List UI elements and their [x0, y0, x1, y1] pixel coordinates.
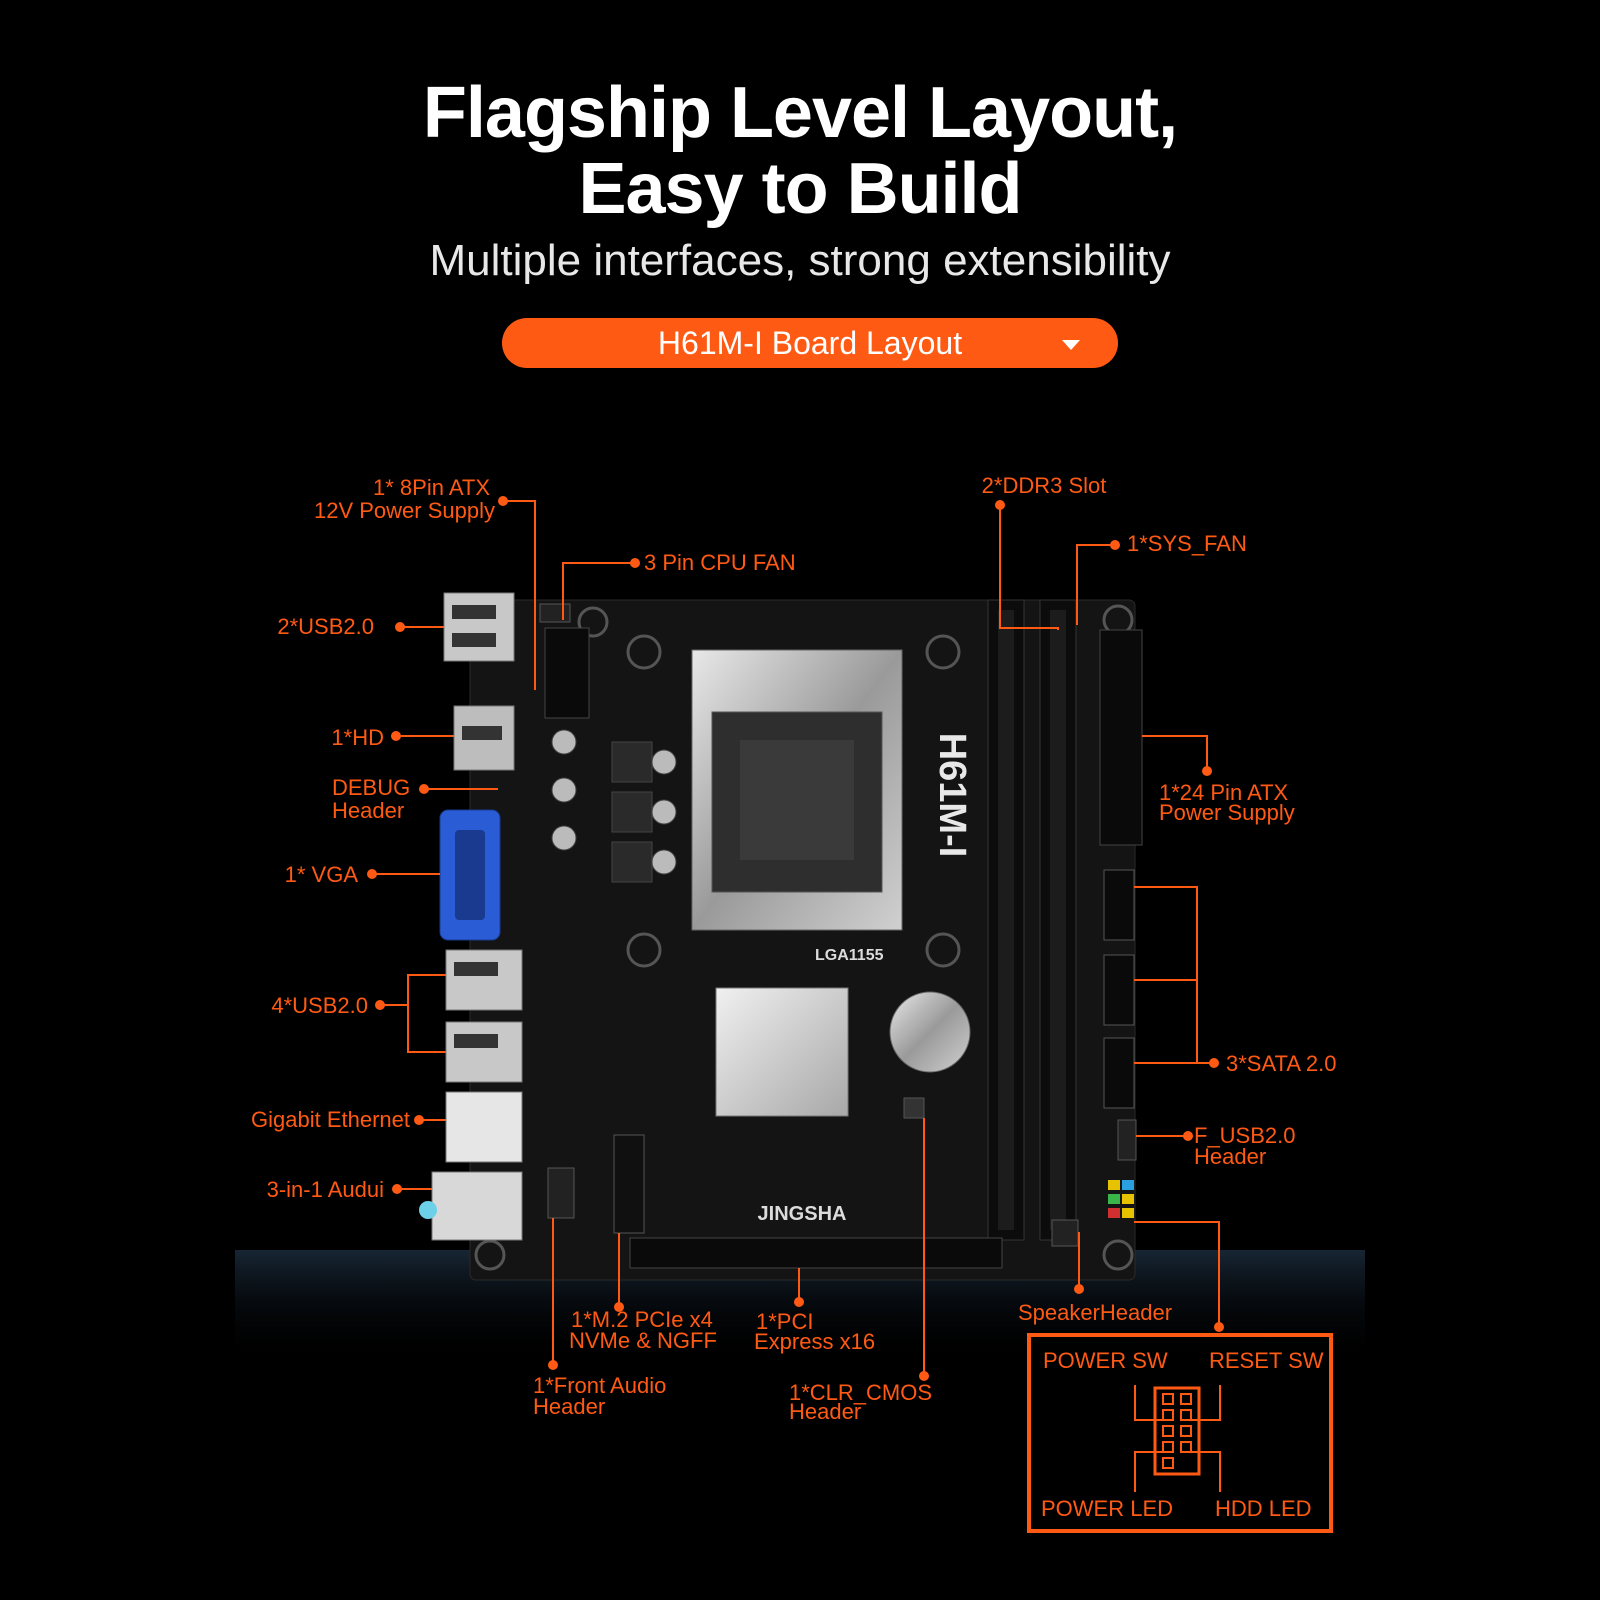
ddr3-slots [987, 599, 1077, 1241]
label-usb-top: 2*USB2.0 [277, 614, 374, 639]
label-usb-mid: 4*USB2.0 [271, 993, 368, 1018]
fusb-header [1117, 1119, 1137, 1161]
pin-grid [1162, 1393, 1192, 1469]
m2-slot [613, 1134, 645, 1234]
sata-ports [1103, 869, 1135, 1109]
label-atx24-line1: 1*24 Pin ATX [1159, 780, 1289, 805]
label-atx8-line1: 1* 8Pin ATX [373, 475, 490, 500]
front-panel-diagram: POWER SW RESET SW POWER LED HDD LED [1027, 1333, 1333, 1533]
label-sys-fan: 1*SYS_FAN [1127, 531, 1247, 556]
usb-top-port [443, 592, 515, 662]
atx24-connector [1099, 629, 1143, 846]
label-ddr3: 2*DDR3 Slot [982, 473, 1107, 498]
brand-logo: JINGSHA [758, 1203, 847, 1225]
clr-cmos-header [903, 1097, 925, 1119]
rear-io [419, 592, 523, 1241]
socket-silk: LGA1155 [815, 947, 884, 964]
label-vga: 1* VGA [285, 862, 359, 887]
speaker-header [1051, 1219, 1079, 1247]
chipset-heatsink [715, 987, 849, 1117]
usb-mid-port-1 [445, 949, 523, 1011]
label-audio: 3-in-1 Audui [267, 1177, 384, 1202]
front-audio-header [547, 1167, 575, 1219]
title-line-2: Easy to Build [578, 149, 1022, 229]
leader-lines [372, 500, 1220, 1376]
board-layout-dropdown[interactable]: H61M-I Board Layout [502, 318, 1118, 368]
label-ethernet: Gigabit Ethernet [251, 1107, 410, 1132]
label-debug-line1: DEBUG [332, 775, 410, 800]
label-front-audio-line2: Header [533, 1394, 605, 1419]
label-debug-line2: Header [332, 798, 404, 823]
vrm-components [551, 729, 677, 883]
ethernet-port [445, 1091, 523, 1163]
audio-port [431, 1171, 523, 1241]
label-cpu-fan: 3 Pin CPU FAN [644, 550, 796, 575]
label-pcie-line2: Express x16 [754, 1329, 875, 1354]
board-model-silk: H61M-I [931, 733, 973, 858]
subtitle: Multiple interfaces, strong extensibilit… [429, 236, 1171, 285]
cmos-battery [889, 991, 971, 1073]
label-hd: 1*HD [331, 725, 384, 750]
label-fusb-line2: Header [1194, 1144, 1266, 1169]
callout-labels: 1* 8Pin ATX 12V Power Supply 3 Pin CPU F… [251, 473, 1336, 1424]
label-m2-line2: NVMe & NGFF [569, 1328, 717, 1353]
label-clr-line2: Header [789, 1399, 861, 1424]
label-clr-line1: 1*CLR_CMOS [789, 1380, 932, 1405]
label-front-audio-line1: 1*Front Audio [533, 1373, 666, 1398]
chevron-down-icon [1062, 340, 1080, 350]
cpu-socket [691, 649, 903, 931]
label-pcie-line1: 1*PCI [756, 1309, 813, 1334]
front-panel-pins [1108, 1180, 1134, 1218]
label-atx24-line2: Power Supply [1159, 800, 1295, 825]
pin-connectors [1134, 1385, 1221, 1492]
atx8-connector [544, 627, 590, 719]
pcie-x16-slot [629, 1237, 1003, 1269]
label-reset-sw: RESET SW [1209, 1348, 1324, 1373]
label-fusb-line1: F_USB2.0 [1194, 1123, 1296, 1148]
dropdown-label: H61M-I Board Layout [657, 325, 963, 361]
label-atx8-line2: 12V Power Supply [314, 498, 495, 523]
usb-mid-port-2 [445, 1021, 523, 1083]
leader-dots [367, 496, 1224, 1381]
front-panel-box [1027, 1333, 1333, 1533]
label-speaker: SpeakerHeader [1018, 1300, 1172, 1325]
label-m2-line1: 1*M.2 PCIe x4 [571, 1307, 713, 1332]
label-power-sw: POWER SW [1043, 1348, 1168, 1373]
mounting-holes [474, 604, 1134, 1271]
label-power-led: POWER LED [1041, 1496, 1173, 1521]
cpu-fan-header [539, 603, 571, 623]
pin-header-outline [1153, 1386, 1201, 1476]
label-sata: 3*SATA 2.0 [1226, 1051, 1336, 1076]
title-line-1: Flagship Level Layout, [422, 73, 1178, 153]
label-hdd-led: HDD LED [1215, 1496, 1312, 1521]
